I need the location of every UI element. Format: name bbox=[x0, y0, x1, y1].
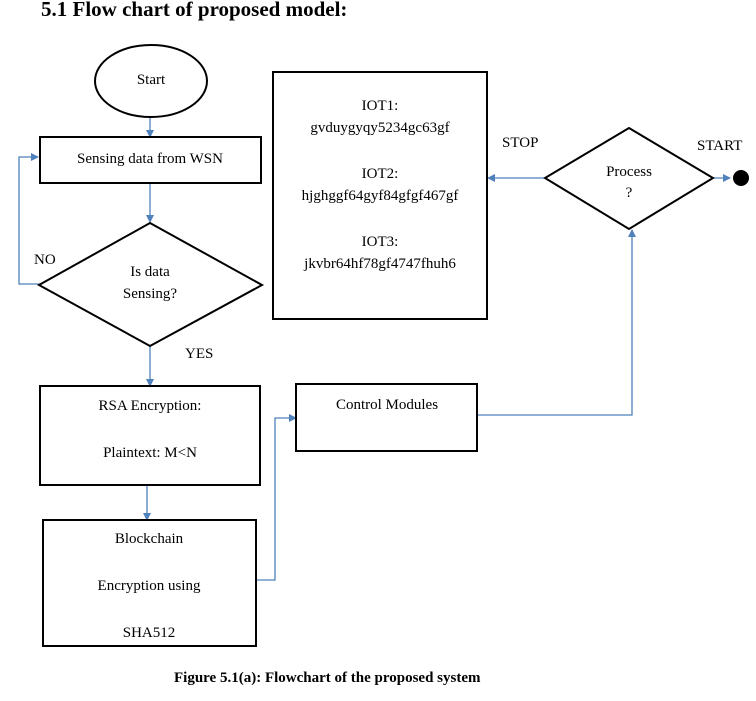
iot3-value: jkvbr64hf78gf4747fhuh6 bbox=[303, 256, 456, 272]
no-label: NO bbox=[34, 252, 56, 268]
process-label-line1: Process bbox=[606, 164, 652, 180]
iot2-value: hjghggf64gyf84gfgf467gf bbox=[302, 188, 459, 204]
iot1-label: IOT1: bbox=[362, 98, 399, 114]
start-node bbox=[94, 44, 208, 118]
iot1-value: gvduygyqy5234gc63gf bbox=[310, 120, 449, 136]
rsa-encryption-node bbox=[39, 385, 261, 486]
process-node bbox=[543, 126, 715, 231]
start-label: Start bbox=[137, 72, 166, 88]
stop-label: STOP bbox=[502, 135, 538, 151]
sensing-label: Sensing data from WSN bbox=[77, 151, 223, 167]
control-modules-node bbox=[295, 383, 478, 452]
iot2-label: IOT2: bbox=[362, 166, 399, 182]
iot-output-node bbox=[272, 71, 488, 320]
blockchain-label-line2: Encryption using bbox=[98, 578, 201, 594]
decision-label-line1: Is data bbox=[130, 264, 170, 280]
connector-no-loop bbox=[18, 153, 40, 285]
figure-caption: Figure 5.1(a): Flowchart of the proposed… bbox=[174, 670, 481, 686]
blockchain-node bbox=[42, 519, 257, 647]
iot3-label: IOT3: bbox=[362, 234, 399, 250]
start-right-label: START bbox=[697, 138, 742, 154]
yes-label: YES bbox=[185, 346, 213, 362]
end-terminal-dot bbox=[733, 170, 749, 186]
blockchain-label-line1: Blockchain bbox=[115, 531, 184, 547]
decision-node bbox=[36, 221, 265, 348]
sensing-node bbox=[39, 136, 262, 184]
connector-control-to-process bbox=[477, 229, 636, 416]
rsa-label-line1: RSA Encryption: bbox=[99, 398, 202, 414]
rsa-label-line2: Plaintext: M<N bbox=[103, 445, 197, 461]
connector-blockchain-to-control bbox=[256, 414, 297, 581]
decision-label-line2: Sensing? bbox=[123, 286, 178, 302]
control-modules-label: Control Modules bbox=[336, 397, 438, 413]
blockchain-label-line3: SHA512 bbox=[123, 625, 176, 641]
process-label-line2: ? bbox=[626, 185, 633, 201]
page-heading: 5.1 Flow chart of proposed model: bbox=[41, 0, 348, 21]
